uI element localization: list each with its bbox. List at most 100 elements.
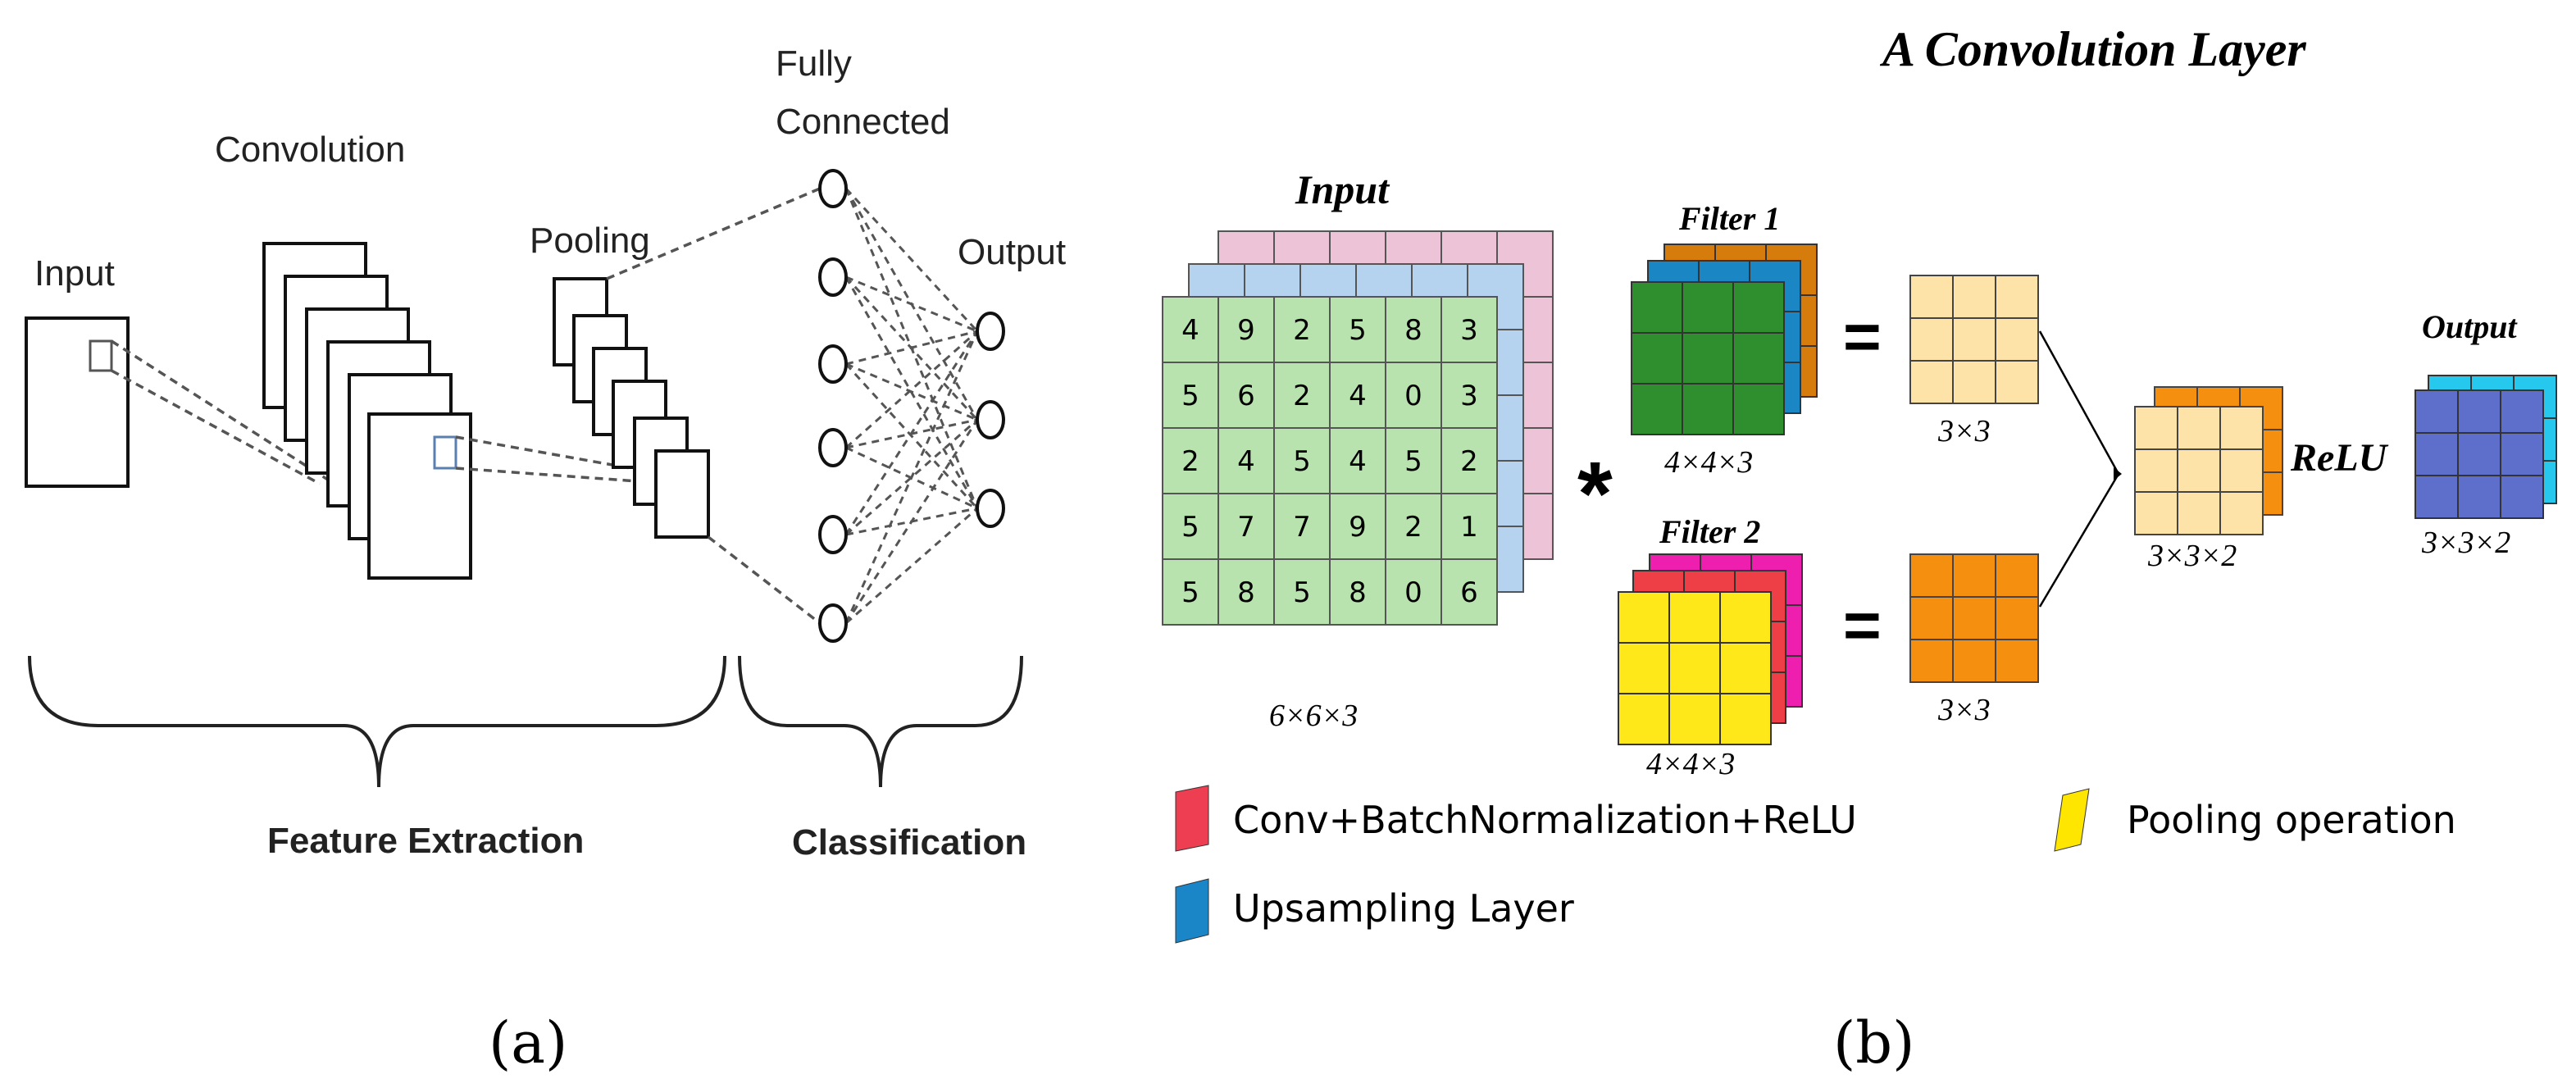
grid-cell: [1682, 332, 1734, 385]
label-output-b: Output: [2422, 308, 2518, 345]
label-pooling: Pooling: [530, 221, 650, 261]
input-cell-value: 6: [1460, 576, 1478, 609]
fc-edge: [844, 362, 979, 510]
label-fully: Fully: [776, 43, 852, 84]
filter2-front: [1618, 591, 1772, 745]
grid-cell: [2500, 432, 2544, 476]
grid-cell: [2134, 448, 2178, 493]
input-cell-value: 1: [1460, 511, 1478, 544]
input-cell-value: 9: [1349, 511, 1367, 544]
brace-classification: [738, 655, 1023, 788]
input-size-label: 6×6×3: [1269, 699, 1358, 733]
grid-cell: [1631, 332, 1683, 385]
input-cell-value: 2: [1404, 511, 1422, 544]
label-connected: Connected: [776, 102, 950, 142]
fc-edge: [844, 330, 979, 624]
input-cell-value: 4: [1237, 445, 1255, 478]
input-cell-value: 8: [1404, 314, 1422, 347]
grid-cell: [1668, 642, 1721, 694]
grid-cell: [1631, 383, 1683, 435]
grid-cell: [1682, 383, 1734, 435]
input-cell-value: 0: [1404, 380, 1422, 412]
input-cell-value: 5: [1181, 511, 1199, 544]
grid-cell: [2134, 406, 2178, 450]
input-cell-value: 6: [1237, 380, 1255, 412]
grid-cell: [1440, 558, 1498, 626]
input-cell-value: 5: [1181, 380, 1199, 412]
caption-a: (a): [489, 1009, 567, 1077]
grid-cell: [2414, 389, 2459, 434]
label-convolution: Convolution: [215, 130, 405, 170]
stacked-front: [2134, 406, 2264, 535]
grid-cell: [1440, 493, 1498, 560]
grid-cell: [1995, 360, 2039, 404]
grid-cell: [1618, 693, 1670, 745]
filter1-size: 4×4×3: [1664, 445, 1753, 480]
stacked-size: 3×3×2: [2147, 539, 2237, 573]
merge-arrowhead: [2114, 467, 2122, 480]
legend-conv-bn-relu: Conv+BatchNormalization+ReLU: [1233, 798, 1857, 842]
grid-cell: [1909, 360, 1954, 404]
label-classification: Classification: [792, 822, 1026, 863]
grid-cell: [1909, 317, 1954, 362]
fc-neuron: [818, 344, 848, 384]
legend-yellow-swatch: [2054, 788, 2090, 852]
grid-cell: [1952, 596, 1996, 640]
convolution-operator: *: [1577, 444, 1613, 544]
label-filter2: Filter 2: [1659, 513, 1760, 550]
input-cell-value: 2: [1293, 314, 1311, 347]
grid-cell: [1618, 642, 1670, 694]
grid-cell: [1995, 317, 2039, 362]
grid-cell: [2457, 432, 2501, 476]
input-cell-value: 4: [1349, 445, 1367, 478]
label-relu: ReLU: [2290, 436, 2389, 480]
input-cell-value: 7: [1237, 511, 1255, 544]
grid-cell: [1273, 427, 1331, 494]
grid-cell: [2457, 475, 2501, 519]
filter2-stack: [1618, 553, 1803, 745]
grid-cell: [2457, 389, 2501, 434]
grid-cell: [1273, 296, 1331, 363]
legend-red-swatch: [1175, 785, 1209, 852]
conv-receptive-field: [433, 435, 457, 470]
input-cell-value: 9: [1237, 314, 1255, 347]
label-filter1: Filter 1: [1678, 200, 1780, 237]
fc-edge: [845, 507, 978, 625]
grid-cell: [1909, 275, 1954, 319]
fc-edge: [845, 275, 978, 333]
input-cell-value: 8: [1237, 576, 1255, 609]
filter1-front: [1631, 281, 1785, 435]
dash-pool-fc-bottom: [707, 535, 821, 625]
input-cell-value: 5: [1349, 314, 1367, 347]
grid-cell: [2177, 448, 2221, 493]
output-neurons: [976, 312, 1005, 528]
grid-cell: [1995, 553, 2039, 598]
grid-cell: [1952, 553, 1996, 598]
grid-cell: [1162, 362, 1219, 429]
dash-input-conv-2: [111, 369, 321, 485]
grid-cell: [1995, 596, 2039, 640]
caption-b: (b): [1833, 1009, 1914, 1077]
fc-edge: [845, 418, 978, 536]
fc-neuron: [818, 428, 848, 467]
label-input: Input: [34, 253, 115, 294]
grid-cell: [1440, 427, 1498, 494]
grid-cell: [1732, 383, 1785, 435]
result1-size: 3×3: [1937, 414, 1991, 448]
label-input-b: Input: [1295, 166, 1390, 212]
grid-cell: [1952, 360, 1996, 404]
grid-cell: [2500, 389, 2544, 434]
result2-grid: [1909, 553, 2039, 683]
input-cell-value: 8: [1349, 576, 1367, 609]
grid-cell: [1719, 693, 1772, 745]
fc-neuron: [818, 257, 848, 297]
legend-pooling: Pooling operation: [2127, 798, 2456, 842]
legend: Conv+BatchNormalization+ReLU Pooling ope…: [1175, 785, 2456, 944]
stacked-result: [2134, 386, 2283, 535]
pooling-stack: [553, 277, 710, 539]
grid-cell: [1329, 296, 1386, 363]
grid-cell: [1385, 493, 1442, 560]
